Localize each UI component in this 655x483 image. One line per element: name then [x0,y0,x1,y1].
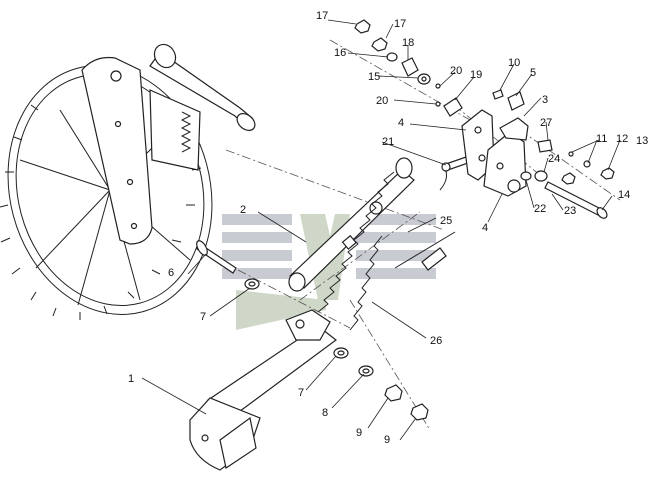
part-4-bracket [461,109,495,181]
callout-17-right: 17 [394,18,406,30]
callout-15: 15 [368,71,380,83]
part-26-spring [349,231,456,331]
callout-18: 18 [402,37,414,49]
callout-27: 27 [540,117,552,129]
callout-20-lower: 20 [376,95,388,107]
callout-25: 25 [440,215,452,227]
callout-11: 11 [596,133,607,145]
callout-24: 24 [548,153,560,165]
callout-5: 5 [530,67,536,79]
leader-lines [141,19,621,441]
part-14-bolt [544,181,608,219]
callout-16: 16 [334,47,346,59]
callout-1: 1 [128,373,134,385]
spiked-wheel [0,43,256,320]
callout-4-lower: 4 [482,222,488,234]
watermark-logo [222,214,436,330]
fasteners-upper [354,19,615,185]
callout-2: 2 [240,204,246,216]
callout-17-left: 17 [316,10,328,22]
fasteners-lower [333,347,429,421]
part-1-frame [189,309,337,471]
callout-13: 13 [636,135,648,147]
callout-7-left: 7 [200,311,206,323]
callout-26: 26 [430,335,442,347]
callout-8: 8 [322,407,328,419]
callout-23: 23 [564,205,576,217]
callout-21: 21 [382,136,394,148]
callout-20-upper: 20 [450,65,462,77]
callout-labels: 1 2 3 4 4 5 6 7 7 8 9 9 10 11 12 13 14 1… [128,10,648,446]
callout-6: 6 [168,267,174,279]
callout-19: 19 [470,69,482,81]
callout-14: 14 [618,189,630,201]
callout-10: 10 [508,57,520,69]
part-2-tube [288,157,415,292]
callout-9-left: 9 [356,427,362,439]
callout-22: 22 [534,203,546,215]
callout-12: 12 [616,133,628,145]
part-3-bracket [483,117,529,197]
callout-9-right: 9 [384,434,390,446]
callout-7-right: 7 [298,387,304,399]
part-6-bolt [196,240,260,290]
callout-3: 3 [542,94,548,106]
callout-4-upper: 4 [398,117,404,129]
